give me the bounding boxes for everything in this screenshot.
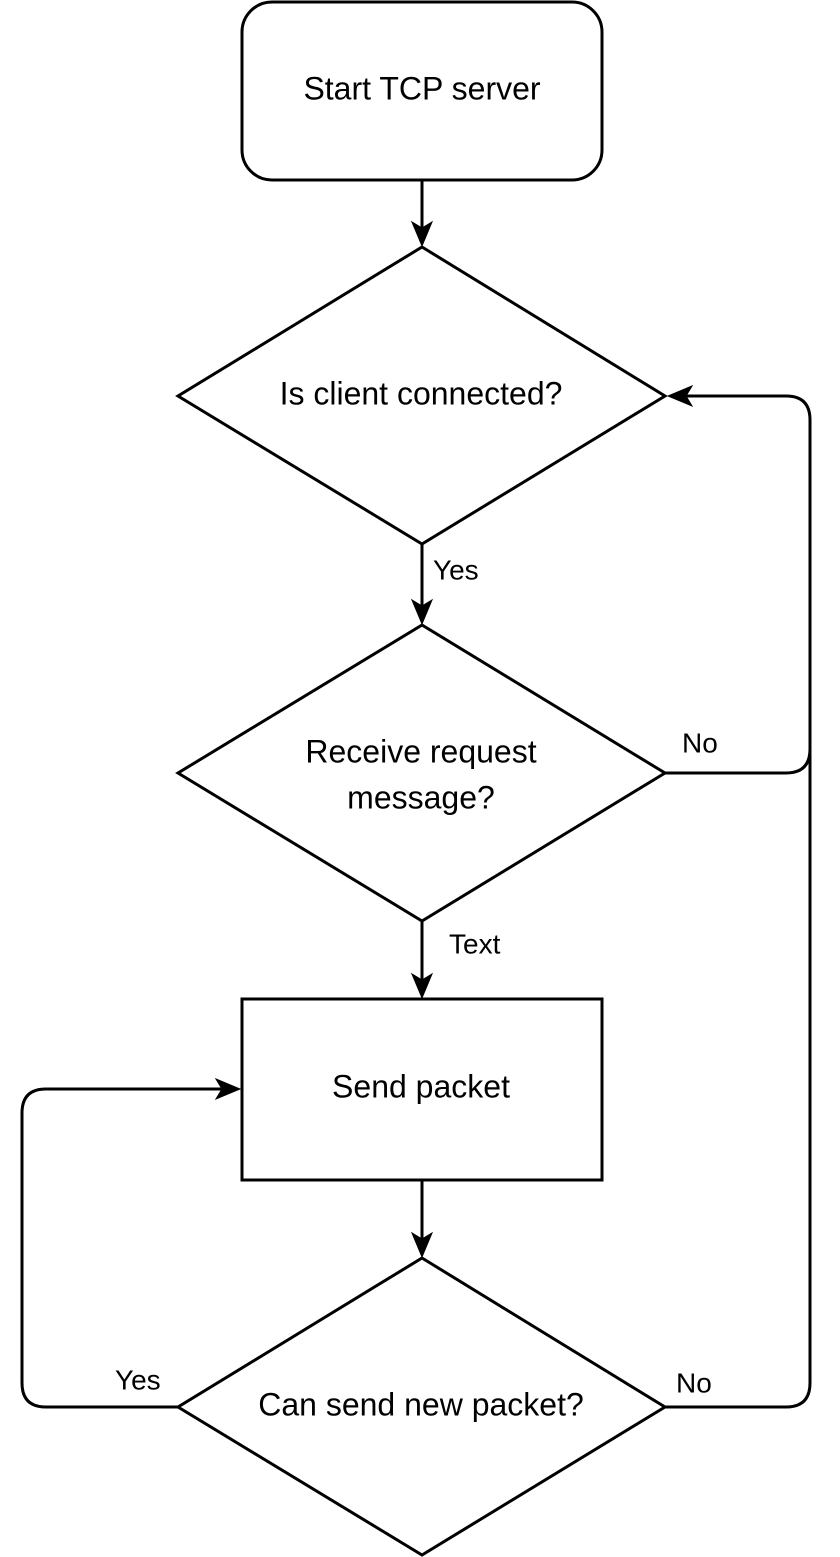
send-packet-node: Send packet <box>240 997 604 1182</box>
receive-request-decision: Receive request message? <box>175 623 668 923</box>
can-send-label: Can send new packet? <box>258 1386 584 1422</box>
start-node-label: Start TCP server <box>303 70 540 106</box>
can-send-diamond <box>175 1256 668 1557</box>
edge-line <box>663 747 812 1409</box>
client-connected-decision: Is client connected? <box>175 245 668 546</box>
arrowhead-down-icon <box>410 972 434 1000</box>
edge-line <box>20 1087 228 1409</box>
client-connected-label: Is client connected? <box>280 375 563 411</box>
edge-receive-request-no: No <box>663 384 812 775</box>
receive-request-label-line2: message? <box>347 779 495 815</box>
arrowhead-down-icon <box>410 598 434 626</box>
edge-client-connected-yes: Yes <box>410 542 479 626</box>
edge-send-packet-to-can-send <box>410 1178 434 1259</box>
arrowhead-right-icon <box>214 1077 242 1101</box>
arrowhead-left-icon <box>666 384 694 408</box>
edge-can-send-no: No <box>663 747 812 1409</box>
edge-label-no: No <box>676 1367 712 1398</box>
edge-receive-request-text: Text <box>410 919 501 1000</box>
edge-line <box>663 394 812 775</box>
edge-label-no: No <box>682 727 718 758</box>
edge-label-yes: Yes <box>433 554 479 585</box>
edge-label-text: Text <box>449 928 501 959</box>
edge-label-yes: Yes <box>115 1364 161 1395</box>
send-packet-label: Send packet <box>332 1068 510 1104</box>
can-send-decision: Can send new packet? <box>175 1256 668 1557</box>
receive-request-diamond <box>175 623 668 923</box>
arrowhead-down-icon <box>410 1231 434 1259</box>
arrowhead-down-icon <box>410 220 434 248</box>
start-node: Start TCP server <box>240 0 604 182</box>
edge-can-send-yes: Yes <box>20 1077 242 1409</box>
edge-start-to-client-connected <box>410 178 434 248</box>
receive-request-label-line1: Receive request <box>305 733 536 769</box>
